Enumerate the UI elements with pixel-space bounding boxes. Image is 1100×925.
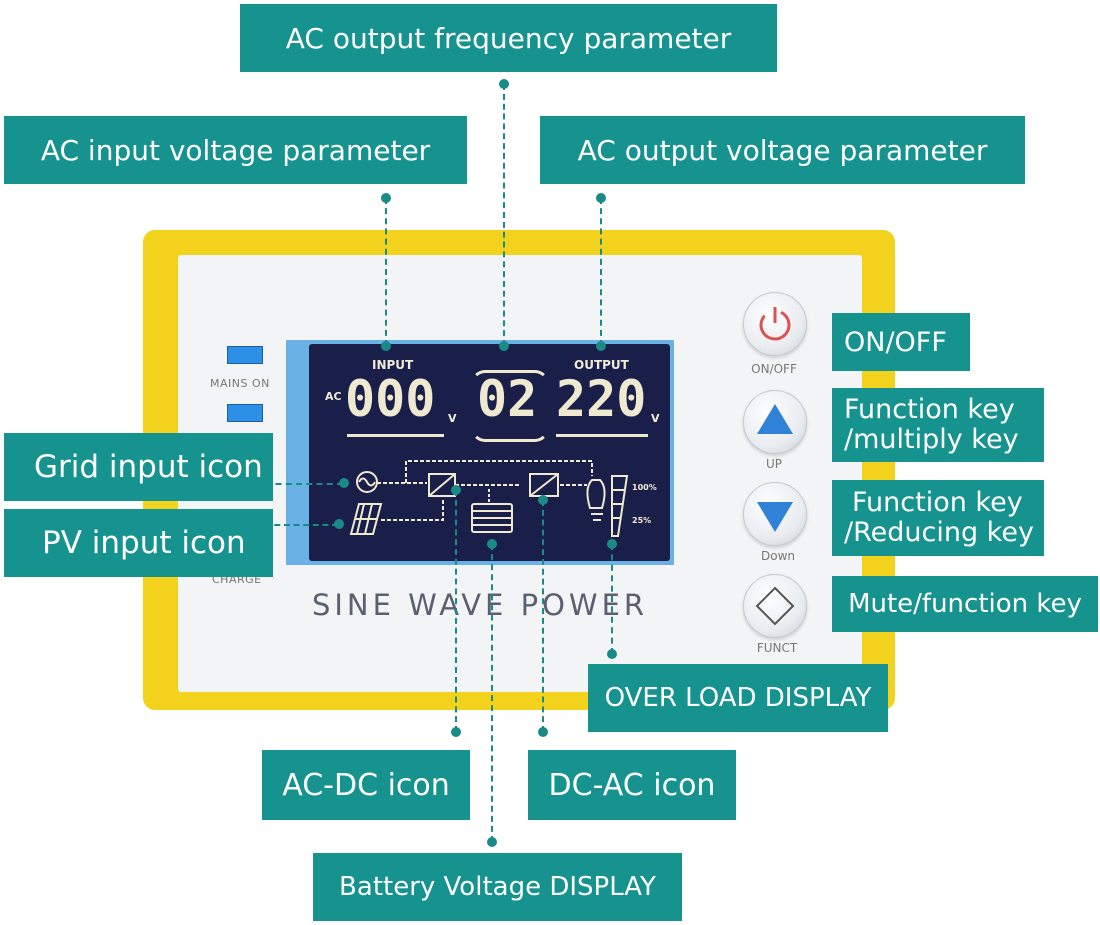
leader-dot-overload bbox=[607, 539, 617, 549]
output-voltage-unit: V bbox=[651, 412, 660, 425]
output-voltage-digits: 220 bbox=[556, 370, 647, 428]
callout-function-reducing-line2: /Reducing key bbox=[844, 517, 1034, 548]
on-off-button-label: ON/OFF bbox=[751, 362, 797, 376]
leader-input-voltage bbox=[385, 198, 387, 346]
down-button[interactable] bbox=[743, 482, 807, 546]
overload-bar-icon bbox=[611, 475, 629, 537]
callout-ac-output-frequency: AC output frequency parameter bbox=[240, 4, 777, 72]
callout-mute-function: Mute/function key bbox=[832, 576, 1098, 632]
leader-dot-ac-dc bbox=[451, 485, 461, 495]
load-25-label: 25% bbox=[632, 516, 652, 525]
funct-button[interactable] bbox=[743, 574, 807, 638]
leader-battery bbox=[491, 544, 493, 842]
callout-dc-ac: DC-AC icon bbox=[528, 750, 736, 820]
brand-text: SINE WAVE POWER bbox=[311, 588, 649, 622]
leader-dot-output bbox=[596, 341, 606, 351]
leader-ac-dc bbox=[455, 490, 457, 732]
mains-on-led bbox=[227, 346, 263, 364]
callout-function-reducing: Function key /Reducing key bbox=[832, 480, 1044, 556]
output-underline bbox=[556, 434, 648, 437]
lcd-flow-icons bbox=[349, 460, 629, 537]
diamond-icon bbox=[755, 586, 795, 626]
triangle-up-icon bbox=[757, 404, 793, 434]
leader-dot-input-top bbox=[381, 193, 391, 203]
callout-on-off: ON/OFF bbox=[832, 313, 970, 371]
leader-dot-overload-bottom bbox=[607, 649, 617, 659]
fault-led bbox=[227, 404, 263, 422]
lcd-output-label: OUTPUT bbox=[574, 358, 629, 372]
callout-ac-output-voltage: AC output voltage parameter bbox=[540, 116, 1025, 184]
callout-function-multiply-line2: /multiply key bbox=[844, 424, 1019, 455]
mains-on-label: MAINS ON bbox=[210, 377, 270, 390]
leader-pv bbox=[255, 524, 338, 526]
callout-battery-voltage: Battery Voltage DISPLAY bbox=[313, 853, 682, 921]
input-voltage-unit: V bbox=[448, 412, 457, 425]
funct-button-label: FUNCT bbox=[756, 641, 798, 655]
leader-dot-grid bbox=[339, 478, 349, 488]
callout-over-load: OVER LOAD DISPLAY bbox=[588, 664, 888, 732]
leader-output-voltage bbox=[600, 198, 602, 346]
leader-dot-input bbox=[381, 341, 391, 351]
input-underline bbox=[347, 434, 444, 437]
leader-dot-frequency-top bbox=[499, 79, 509, 89]
leader-dot-battery-bottom bbox=[487, 837, 497, 847]
leader-frequency bbox=[503, 84, 505, 346]
callout-function-multiply: Function key /multiply key bbox=[832, 388, 1044, 462]
frequency-bracket bbox=[471, 370, 549, 442]
triangle-down-icon bbox=[757, 502, 793, 532]
up-button[interactable] bbox=[743, 390, 807, 454]
callout-function-reducing-line1: Function key bbox=[852, 487, 1023, 518]
leader-dot-output-top bbox=[596, 193, 606, 203]
input-voltage-digits: 000 bbox=[345, 370, 436, 428]
on-off-button[interactable] bbox=[743, 292, 807, 356]
leader-grid bbox=[255, 483, 343, 485]
callout-ac-input-voltage: AC input voltage parameter bbox=[4, 116, 467, 184]
leader-dot-battery bbox=[487, 539, 497, 549]
leader-dc-ac bbox=[542, 500, 544, 732]
leader-dot-dc-ac bbox=[538, 495, 548, 505]
lcd-ac-prefix: AC bbox=[325, 390, 342, 403]
leader-dot-frequency bbox=[499, 341, 509, 351]
bulb-icon bbox=[586, 479, 606, 509]
frequency-digits: 02 bbox=[477, 370, 538, 428]
leader-dot-dc-ac-bottom bbox=[538, 727, 548, 737]
lcd-input-label: INPUT bbox=[372, 358, 414, 372]
up-button-label: UP bbox=[765, 457, 783, 471]
leader-dot-pv bbox=[334, 519, 344, 529]
callout-pv-input: PV input icon bbox=[4, 509, 273, 577]
leader-dot-ac-dc-bottom bbox=[451, 727, 461, 737]
callout-function-multiply-line1: Function key bbox=[844, 394, 1015, 425]
power-icon bbox=[759, 307, 791, 341]
callout-grid-input: Grid input icon bbox=[4, 433, 273, 501]
down-button-label: Down bbox=[760, 549, 795, 563]
callout-ac-dc: AC-DC icon bbox=[262, 750, 470, 820]
leader-overload bbox=[611, 544, 613, 654]
lcd-screen: INPUT OUTPUT AC 000 V 02 220 V 100% 25% bbox=[309, 344, 670, 561]
load-100-label: 100% bbox=[632, 483, 657, 492]
